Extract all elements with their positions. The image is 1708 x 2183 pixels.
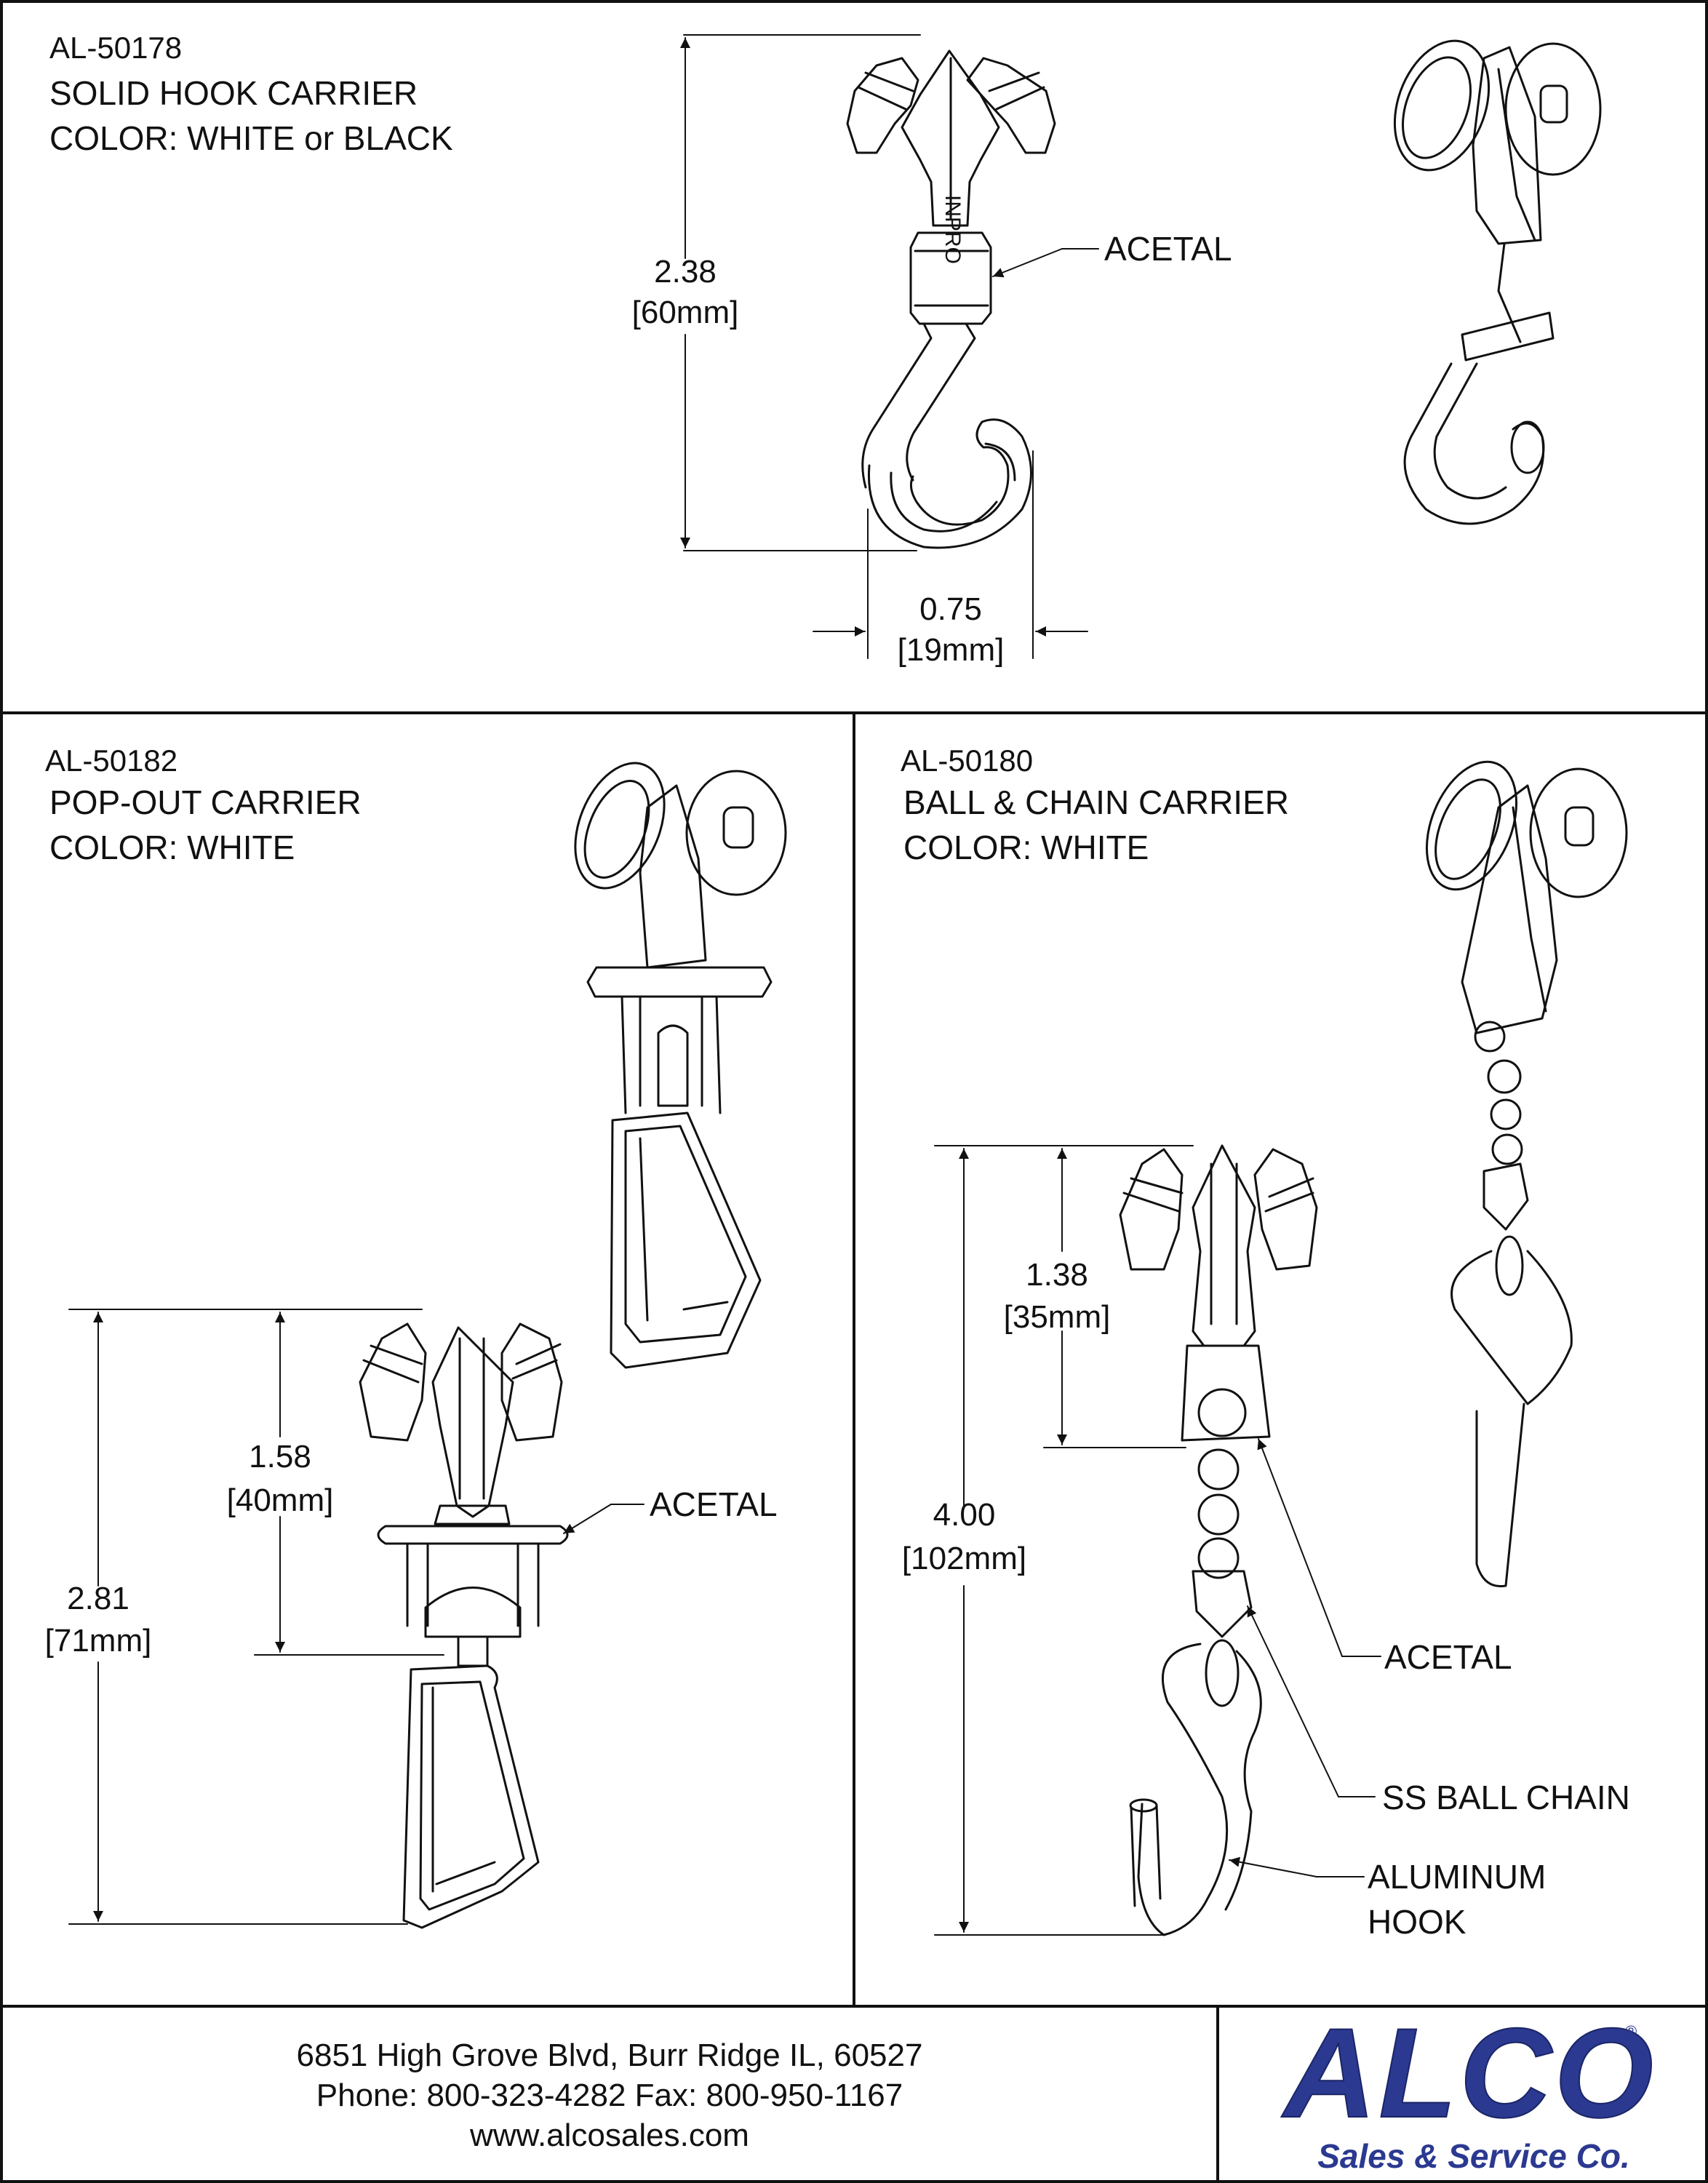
ball-chain-material-callout: ACETAL <box>1384 1638 1512 1676</box>
alco-logo: ALCO ® Sales & Service Co. <box>1280 2008 1656 2175</box>
solid-hook-height-in: 2.38 <box>654 254 717 290</box>
ball-chain-color: COLOR: WHITE <box>903 829 1149 866</box>
ball-chain-total-mm: [102mm] <box>901 1541 1027 1576</box>
solid-hook-name: SOLID HOOK CARRIER <box>49 74 418 112</box>
solid-hook-width-in: 0.75 <box>919 591 982 627</box>
alco-logo-registered: ® <box>1625 2022 1637 2040</box>
solid-hook-front-drawing <box>846 49 1056 549</box>
ball-chain-part-number: AL-50180 <box>901 743 1034 778</box>
solid-hook-color: COLOR: WHITE or BLACK <box>49 119 453 157</box>
ball-chain-hook-callout-line1: ALUMINUM <box>1368 1858 1547 1896</box>
ball-chain-front-drawing <box>1119 1144 1318 1936</box>
solid-hook-material-callout: ACETAL <box>1104 230 1232 268</box>
pop-out-total-mm: [71mm] <box>44 1623 152 1659</box>
pop-out-side-drawing <box>574 762 787 1369</box>
alco-logo-subtitle: Sales & Service Co. <box>1317 2137 1630 2175</box>
footer-phone-fax: Phone: 800-323-4282 Fax: 800-950-1167 <box>316 2078 903 2113</box>
pop-out-material-callout: ACETAL <box>650 1485 778 1523</box>
ball-chain-name: BALL & CHAIN CARRIER <box>903 783 1289 821</box>
solid-hook-part-number: AL-50178 <box>49 31 183 65</box>
footer-website[interactable]: www.alcosales.com <box>470 2118 749 2153</box>
inpro-stamp: INPRO <box>941 195 965 264</box>
ball-chain-total-in: 4.00 <box>933 1497 996 1533</box>
panel-logo <box>1216 2005 1708 2183</box>
pop-out-upper-in: 1.58 <box>249 1439 311 1474</box>
ball-chain-hook-callout-line2: HOOK <box>1368 1903 1466 1941</box>
solid-hook-height-mm: [60mm] <box>631 295 739 330</box>
alco-logo-wordmark: ALCO <box>1281 2008 1656 2144</box>
pop-out-upper-mm: [40mm] <box>226 1482 334 1518</box>
pop-out-part-number: AL-50182 <box>45 743 178 778</box>
pop-out-name: POP-OUT CARRIER <box>49 783 362 821</box>
solid-hook-side-drawing <box>1393 39 1602 525</box>
ball-chain-side-drawing <box>1425 760 1628 1588</box>
pop-out-color: COLOR: WHITE <box>49 829 295 866</box>
pop-out-front-drawing <box>359 1322 569 1929</box>
pop-out-total-in: 2.81 <box>67 1581 129 1616</box>
ball-chain-upper-in: 1.38 <box>1026 1257 1088 1293</box>
footer-address: 6851 High Grove Blvd, Burr Ridge IL, 605… <box>296 2038 923 2073</box>
solid-hook-width-mm: [19mm] <box>897 632 1005 668</box>
ball-chain-upper-mm: [35mm] <box>1003 1299 1111 1335</box>
ball-chain-chain-callout: SS BALL CHAIN <box>1382 1779 1630 1816</box>
